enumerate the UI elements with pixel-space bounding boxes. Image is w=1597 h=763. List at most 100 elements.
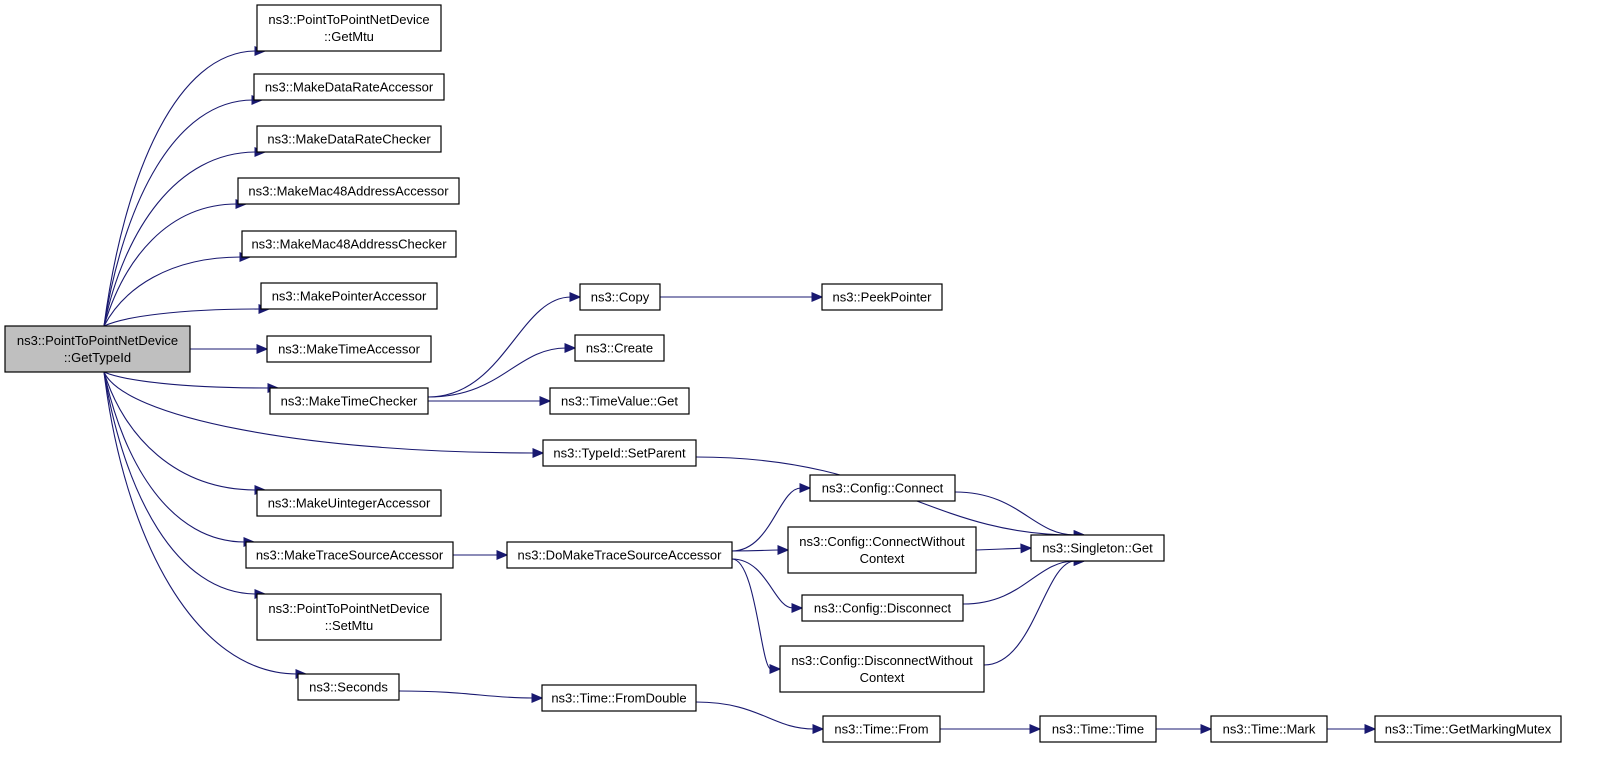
node-label-line: ns3::Copy [591,290,650,305]
edge-line [731,558,794,609]
node-make-data-rate-checker[interactable]: ns3::MakeDataRateChecker [256,125,442,153]
node-config-connect[interactable]: ns3::Config::Connect [809,474,956,502]
node-create[interactable]: ns3::Create [574,334,665,362]
node-label-line: ns3::Time::GetMarkingMutex [1385,722,1552,737]
arrowhead [777,545,790,555]
node-label-line: ns3::PointToPointNetDevice [17,333,178,348]
node-copy[interactable]: ns3::Copy [579,283,661,311]
arrowhead [539,396,552,406]
node-label-line: ns3::Config::Connect [822,481,944,496]
node-label-line: ns3::Config::Disconnect [814,601,952,616]
node-time-from[interactable]: ns3::Time::From [822,715,941,743]
node-time-from-double[interactable]: ns3::Time::FromDouble [541,684,697,712]
node-box [574,334,665,362]
edge-config-disconnect-without-context-to-singleton-get [983,556,1086,666]
node-make-time-accessor[interactable]: ns3::MakeTimeAccessor [266,335,432,363]
node-label-line: Context [860,670,905,685]
edge-make-time-checker-to-time-value-get [428,396,552,406]
node-label-line: ns3::MakeTimeChecker [281,394,418,409]
edge-line [103,151,257,327]
node-box [297,673,400,701]
edge-line [103,203,238,327]
edge-copy-to-peek-pointer [660,292,824,302]
node-make-mac48-address-checker[interactable]: ns3::MakeMac48AddressChecker [241,230,457,258]
node-label-line: Context [860,551,905,566]
node-label-line: ns3::Seconds [309,680,388,695]
node-time-value-get[interactable]: ns3::TimeValue::Get [549,387,690,415]
node-box [1210,715,1328,743]
edge-do-make-trace-source-accessor-to-config-connect [731,483,812,552]
edge-line [731,558,772,670]
node-time-mark[interactable]: ns3::Time::Mark [1210,715,1328,743]
node-label-line: ns3::Singleton::Get [1042,541,1153,556]
node-time-get-marking-mutex[interactable]: ns3::Time::GetMarkingMutex [1374,715,1562,743]
edge-get-type-id-to-make-time-checker [103,371,280,393]
node-label-line: ns3::Time::FromDouble [551,691,686,706]
node-label-line: ns3::PeekPointer [832,290,932,305]
node-label-line: ns3::MakeDataRateChecker [267,132,431,147]
node-singleton-get[interactable]: ns3::Singleton::Get [1030,534,1165,562]
node-set-mtu[interactable]: ns3::PointToPointNetDevice::SetMtu [256,593,442,641]
edge-line [103,371,246,543]
arrowhead [791,603,804,613]
edge-time-from-double-to-time-from [695,701,825,734]
node-config-disconnect[interactable]: ns3::Config::Disconnect [801,594,964,622]
edge-get-type-id-to-make-mac48-address-checker [103,252,252,327]
node-label-line: ns3::MakeTimeAccessor [278,342,421,357]
edge-get-type-id-to-make-data-rate-checker [103,147,267,327]
edge-line [103,371,257,595]
node-label-line: ns3::MakeMac48AddressChecker [251,237,447,252]
edge-line [427,296,572,398]
arrowhead [532,448,545,458]
node-make-data-rate-accessor[interactable]: ns3::MakeDataRateAccessor [253,73,445,101]
node-box [269,387,429,415]
edge-line [427,347,567,398]
node-peek-pointer[interactable]: ns3::PeekPointer [821,283,943,311]
node-make-pointer-accessor[interactable]: ns3::MakePointerAccessor [260,282,438,310]
node-label-line: ns3::MakeMac48AddressAccessor [248,184,449,199]
node-get-type-id[interactable]: ns3::PointToPointNetDevice::GetTypeId [4,325,191,373]
edge-line [962,560,1076,605]
edge-get-type-id-to-make-uinteger-accessor [103,371,267,495]
node-label-line: ns3::MakeDataRateAccessor [265,80,434,95]
node-make-uinteger-accessor[interactable]: ns3::MakeUintegerAccessor [256,489,442,517]
arrowhead [496,550,509,560]
node-label-line: ns3::MakeUintegerAccessor [268,496,431,511]
node-do-make-trace-source-accessor[interactable]: ns3::DoMakeTraceSourceAccessor [506,541,733,569]
node-type-id-set-parent[interactable]: ns3::TypeId::SetParent [542,439,697,467]
edge-line [103,50,257,327]
edge-line [731,549,780,552]
arrowhead [569,292,582,302]
edge-time-from-to-time-time [940,724,1042,734]
node-make-mac48-address-accessor[interactable]: ns3::MakeMac48AddressAccessor [237,177,460,205]
node-seconds[interactable]: ns3::Seconds [297,673,400,701]
node-label-line: ns3::Time::From [834,722,928,737]
node-box [506,541,733,569]
node-box [801,594,964,622]
edge-do-make-trace-source-accessor-to-config-disconnect [731,558,804,613]
edge-do-make-trace-source-accessor-to-config-disconnect-without-context [731,558,782,674]
node-layer: ns3::PointToPointNetDevice::GetTypeIdns3… [4,4,1562,743]
edge-get-type-id-to-make-time-accessor [190,344,269,354]
node-make-time-checker[interactable]: ns3::MakeTimeChecker [269,387,429,415]
arrowhead [1020,543,1033,554]
node-box [779,645,985,693]
node-box [253,73,445,101]
node-box [260,282,438,310]
edge-line [983,560,1076,666]
arrowhead [811,292,824,302]
edge-make-time-checker-to-create [427,343,577,398]
node-get-mtu[interactable]: ns3::PointToPointNetDevice::GetMtu [256,4,442,52]
node-label-line: ns3::DoMakeTraceSourceAccessor [518,548,723,563]
node-box [4,325,191,373]
edge-line [103,256,242,327]
node-time-time[interactable]: ns3::Time::Time [1039,715,1157,743]
edge-make-time-checker-to-copy [427,292,582,398]
node-box [256,489,442,517]
node-box [542,439,697,467]
node-make-trace-source-accessor[interactable]: ns3::MakeTraceSourceAccessor [245,541,454,569]
edge-seconds-to-time-from-double [398,690,544,703]
